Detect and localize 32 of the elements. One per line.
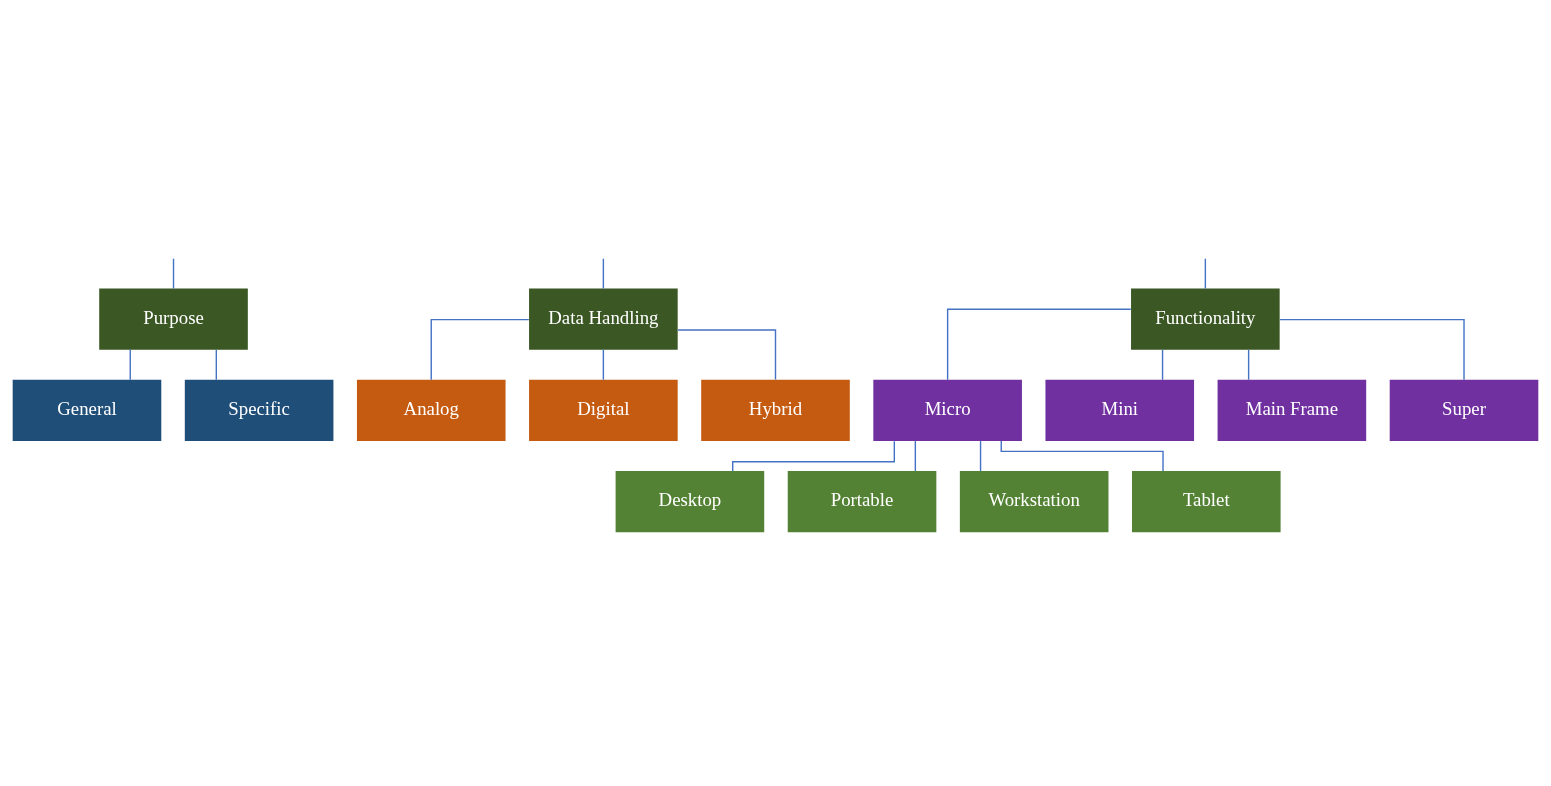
connector: [129, 348, 131, 380]
node-box: Data Handling: [529, 288, 678, 350]
connector: [602, 348, 605, 380]
node-box: General: [12, 379, 162, 441]
connector: [1161, 348, 1164, 380]
connector: [1247, 348, 1250, 380]
connector: [979, 439, 982, 472]
connector: [215, 348, 218, 380]
node-box: Specific: [184, 379, 334, 441]
connector: [172, 257, 175, 289]
node-box: Hybrid: [701, 379, 850, 441]
connector: [732, 439, 896, 472]
node-box: Main Frame: [1217, 379, 1367, 441]
connector: [1279, 318, 1465, 380]
connector: [602, 257, 605, 289]
node-box: Functionality: [1131, 288, 1280, 350]
node-box: Mini: [1045, 379, 1195, 441]
node-box: Digital: [529, 379, 678, 441]
connector: [677, 328, 777, 380]
connector: [1204, 257, 1207, 289]
connector: [430, 318, 530, 380]
connector: [946, 308, 1132, 380]
node-box: Portable: [787, 470, 937, 532]
node-box: Desktop: [615, 470, 765, 532]
connector: [914, 439, 917, 472]
node-box: Micro: [873, 379, 1022, 441]
node-box: Purpose: [99, 288, 248, 350]
node-box: Analog: [356, 379, 506, 441]
node-box: Workstation: [959, 470, 1109, 532]
node-box: Super: [1389, 379, 1539, 441]
node-box: Tablet: [1132, 470, 1281, 532]
connector: [1000, 439, 1164, 472]
